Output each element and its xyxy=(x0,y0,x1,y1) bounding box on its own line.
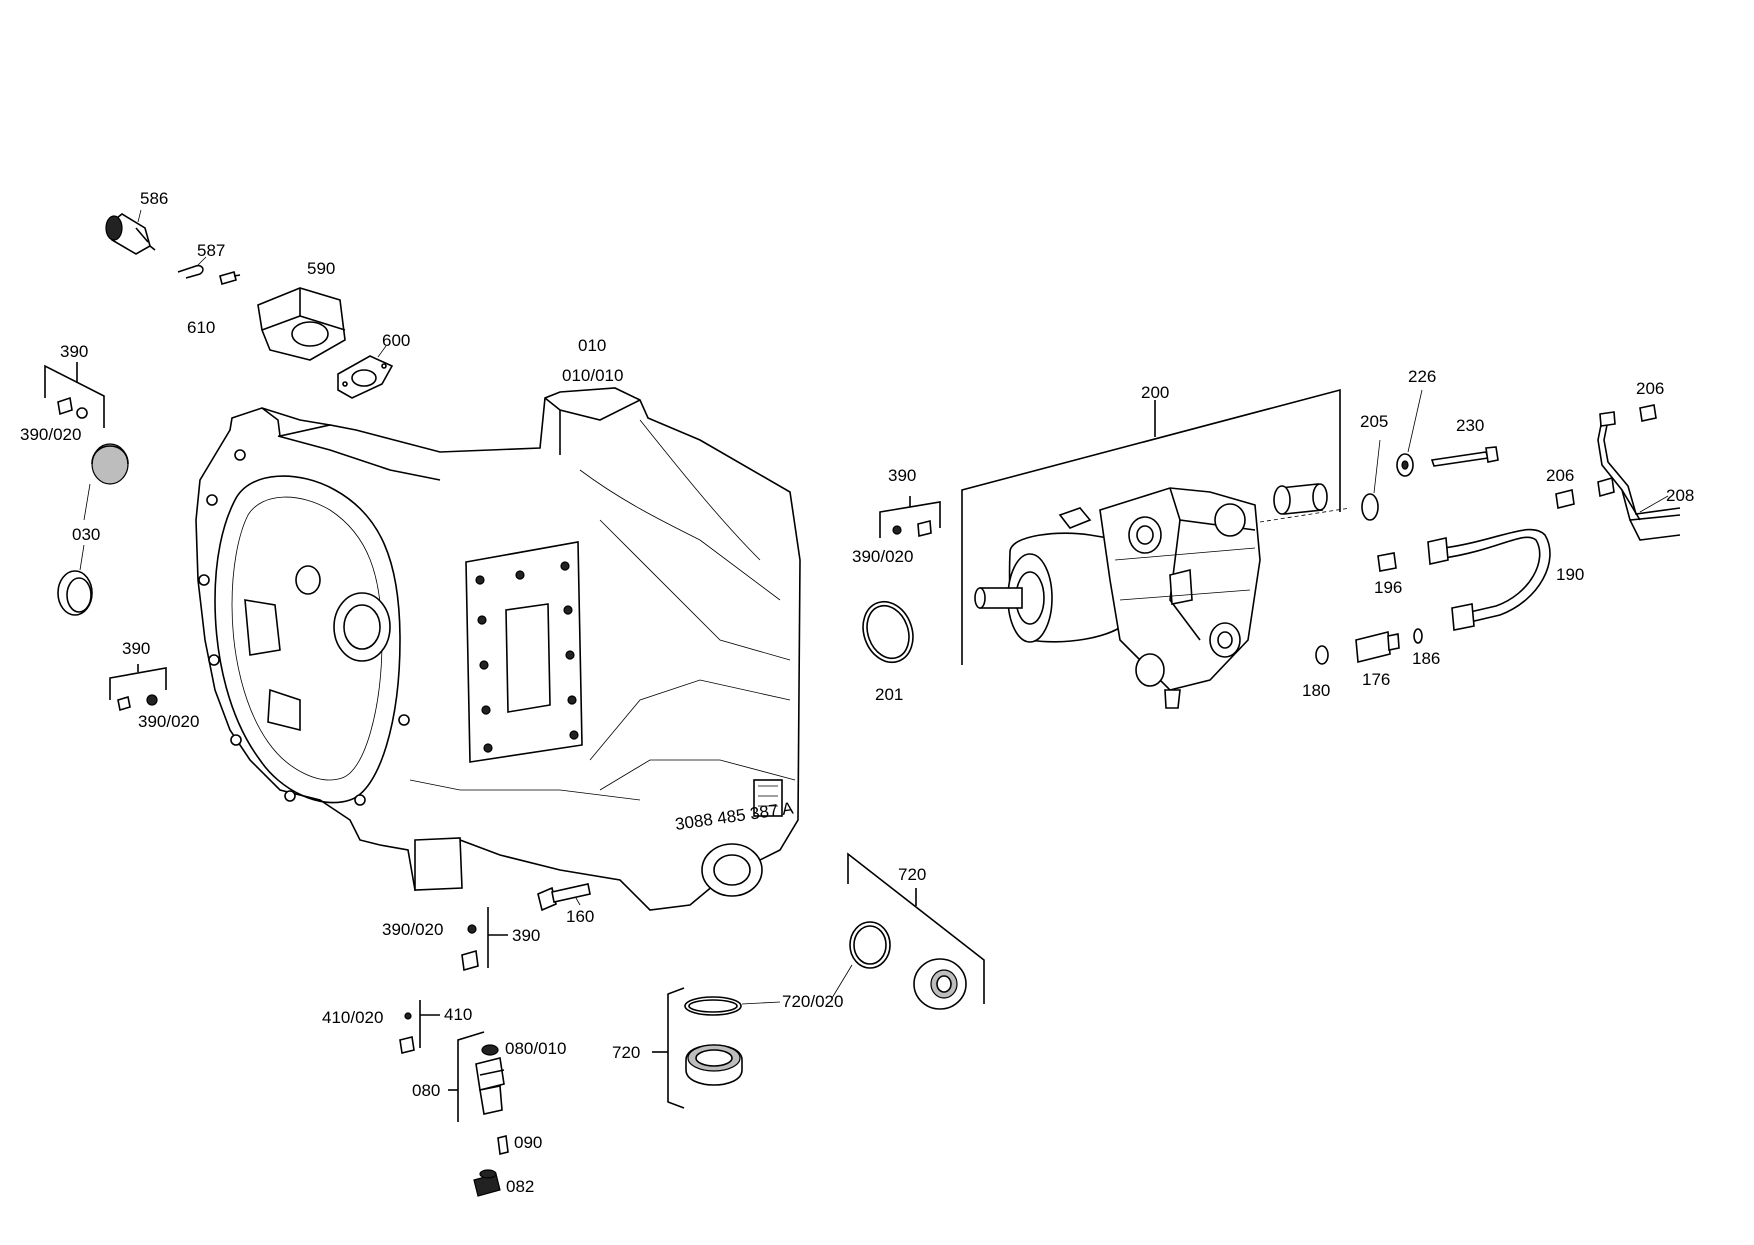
fitting-206-b-icon xyxy=(1555,489,1575,509)
label-205: 205 xyxy=(1360,412,1388,431)
fitting-176-icon xyxy=(1355,630,1400,664)
seal-720-b-icon xyxy=(685,1044,743,1086)
transmission-housing-icon: 3088 485 387 A xyxy=(195,387,801,911)
label-390-c: 390 xyxy=(888,466,916,485)
washer-226-icon xyxy=(1396,453,1414,477)
bolt-230-icon xyxy=(1430,446,1499,467)
hose-190-icon xyxy=(1427,528,1551,631)
steering-valve-icon xyxy=(974,487,1261,709)
plug-390-b-icon xyxy=(117,694,158,712)
label-206-a: 206 xyxy=(1636,379,1664,398)
label-230: 230 xyxy=(1456,416,1484,435)
plug-390-c-icon xyxy=(892,519,932,538)
oring-080-010-icon xyxy=(481,1044,499,1056)
label-030: 030 xyxy=(72,525,100,544)
seal-720-a-icon xyxy=(913,958,967,1010)
label-201: 201 xyxy=(875,685,903,704)
label-390-020-a: 390/020 xyxy=(20,425,81,444)
label-010-010: 010/010 xyxy=(562,366,623,385)
label-390-020-d: 390/020 xyxy=(382,920,443,939)
label-720-b: 720 xyxy=(612,1043,640,1062)
label-180: 180 xyxy=(1302,681,1330,700)
label-610: 610 xyxy=(187,318,215,337)
plug-390-a-icon xyxy=(57,396,88,419)
label-176: 176 xyxy=(1362,670,1390,689)
label-226: 226 xyxy=(1408,367,1436,386)
plug-082-icon xyxy=(473,1169,501,1197)
oring-201-icon xyxy=(862,600,914,664)
label-587: 587 xyxy=(197,241,225,260)
fitting-icon xyxy=(1273,483,1328,515)
label-186: 186 xyxy=(1412,649,1440,668)
label-410: 410 xyxy=(444,1005,472,1024)
label-600: 600 xyxy=(382,331,410,350)
label-720-a: 720 xyxy=(898,865,926,884)
label-390-020-c: 390/020 xyxy=(852,547,913,566)
label-586: 586 xyxy=(140,189,168,208)
screw-090-icon xyxy=(497,1135,509,1155)
cap-030-ring-icon xyxy=(57,570,93,616)
label-080-010: 080/010 xyxy=(505,1039,566,1058)
gasket-600-icon xyxy=(337,355,394,399)
valve-080-icon xyxy=(475,1057,505,1115)
label-390-b: 390 xyxy=(122,639,150,658)
label-390-020-b: 390/020 xyxy=(138,712,199,731)
oring-720-020-icon xyxy=(684,996,742,1016)
plug-410-icon xyxy=(399,1012,415,1054)
label-390-d: 390 xyxy=(512,926,540,945)
oring-720-a-icon xyxy=(849,921,891,969)
label-590: 590 xyxy=(307,259,335,278)
pipe-208-icon xyxy=(1597,411,1681,541)
label-410-020: 410/020 xyxy=(322,1008,383,1027)
label-080: 080 xyxy=(412,1081,440,1100)
label-720-020: 720/020 xyxy=(782,992,843,1011)
label-082: 082 xyxy=(506,1177,534,1196)
label-090: 090 xyxy=(514,1133,542,1152)
clip-587-icon xyxy=(177,264,204,279)
label-196: 196 xyxy=(1374,578,1402,597)
oring-180-icon xyxy=(1315,645,1329,665)
label-190: 190 xyxy=(1556,565,1584,584)
label-160: 160 xyxy=(566,907,594,926)
label-010: 010 xyxy=(578,336,606,355)
oring-205-icon xyxy=(1361,493,1379,521)
bolt-160-icon xyxy=(537,883,591,912)
label-208: 208 xyxy=(1666,486,1694,505)
screw-610-icon xyxy=(219,271,241,285)
sensor-586-icon xyxy=(105,213,156,255)
oring-186-icon xyxy=(1413,628,1423,644)
fitting-196-icon xyxy=(1377,552,1397,572)
plug-390-d-icon xyxy=(461,924,479,972)
cover-590-icon xyxy=(257,287,346,361)
label-206-b: 206 xyxy=(1546,466,1574,485)
cap-030-top-icon xyxy=(91,443,129,485)
label-390-a: 390 xyxy=(60,342,88,361)
fitting-206-a-icon xyxy=(1639,404,1657,422)
label-200: 200 xyxy=(1141,383,1169,402)
